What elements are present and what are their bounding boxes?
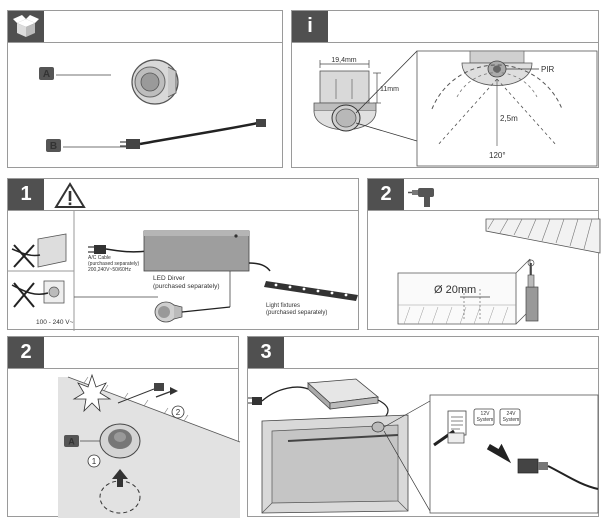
step1-badge: 1 bbox=[8, 179, 44, 210]
step2-drill-badge: 2 bbox=[368, 179, 404, 210]
drill-icon bbox=[408, 188, 434, 207]
led-driver-label: LED Dirver (purchased separately) bbox=[153, 275, 220, 290]
hand-outline bbox=[99, 480, 141, 514]
connection-cable-illustration bbox=[120, 119, 266, 149]
panel-info-header: i bbox=[292, 11, 598, 43]
ac-cable-label: A/C Cable (purchased separately) 200,240… bbox=[88, 255, 140, 273]
info-badge: i bbox=[292, 11, 328, 42]
width-dimension: 19,4mm bbox=[331, 57, 356, 64]
light-fixtures-label: Light fixtures (purchased separately) bbox=[266, 303, 328, 316]
led-driver-illustration bbox=[143, 230, 250, 272]
panel-info: i 19,4mm 11mm bbox=[291, 10, 599, 168]
part-a-label: A bbox=[43, 69, 50, 80]
panel-step2-drill: 2 Ø 20mm bbox=[367, 178, 601, 330]
wall-outlet-crossed-bottom bbox=[11, 280, 65, 308]
angle-label: 120° bbox=[489, 151, 506, 160]
contents-drawing: A B bbox=[39, 59, 266, 152]
pir-detection-diagram: PIR 2,5m 120° bbox=[431, 50, 563, 160]
ac-plug-cable bbox=[88, 245, 149, 254]
open-box-icon bbox=[13, 15, 39, 37]
range-label: 2,5m bbox=[500, 114, 518, 123]
step1-drawing: 100 - 240 V~ bbox=[8, 211, 358, 331]
pir-sensor-illustration bbox=[131, 59, 179, 105]
panel-step3-connect: 3 bbox=[247, 336, 599, 517]
step2-install-badge: 2 bbox=[8, 337, 44, 368]
led-strip-illustration bbox=[264, 281, 358, 301]
wall-outlet-crossed-top bbox=[11, 233, 67, 268]
sensor-side-view bbox=[313, 70, 377, 132]
cabinet-illustration bbox=[261, 414, 409, 514]
panel-step1-header: 1 bbox=[8, 179, 358, 211]
pir-sensor-mount bbox=[99, 423, 141, 459]
impact-star-icon bbox=[72, 373, 112, 413]
pir-sensor-small bbox=[154, 271, 231, 323]
step-two-marker: 2 bbox=[176, 408, 181, 417]
drill-drawing: Ø 20mm bbox=[397, 218, 601, 325]
system-12v-label: 12V System bbox=[476, 411, 494, 423]
install-drawing: 2 A 1 bbox=[58, 373, 241, 518]
warning-icon bbox=[54, 182, 86, 208]
panel-step2-install: 2 2 A 1 bbox=[7, 336, 241, 518]
drill-illustration bbox=[525, 263, 539, 322]
panel-step2-drill-header: 2 bbox=[368, 179, 598, 211]
panel-step3-header: 3 bbox=[248, 337, 598, 369]
height-dimension: 11mm bbox=[380, 86, 399, 93]
cable-connector bbox=[517, 458, 599, 490]
step3-badge: 3 bbox=[248, 337, 284, 368]
system-12v-box bbox=[473, 408, 495, 426]
system-24v-box bbox=[499, 408, 521, 426]
panel-step2-install-header: 2 bbox=[8, 337, 238, 369]
step3-drawing bbox=[248, 378, 599, 514]
part-b-label: B bbox=[50, 141, 57, 152]
package-contents-badge bbox=[8, 11, 44, 42]
mains-voltage-label: 100 - 240 V~ bbox=[36, 319, 74, 326]
manual-document-icon bbox=[447, 410, 467, 436]
panel-contents: A B bbox=[7, 10, 283, 168]
ac-plug-illustration bbox=[248, 386, 309, 405]
panel-contents-header bbox=[8, 11, 282, 43]
hole-diameter-label: Ø 20mm bbox=[434, 284, 476, 296]
step-one-marker: 1 bbox=[92, 457, 97, 466]
led-driver-box bbox=[307, 378, 379, 410]
panel-step1-wiring: 1 100 - 240 V~ bbox=[7, 178, 359, 331]
info-drawing: 19,4mm 11mm PIR bbox=[313, 50, 598, 167]
pir-label: PIR bbox=[541, 65, 555, 74]
part-a-marker: A bbox=[68, 437, 75, 447]
system-24v-label: 24V System bbox=[502, 411, 520, 423]
